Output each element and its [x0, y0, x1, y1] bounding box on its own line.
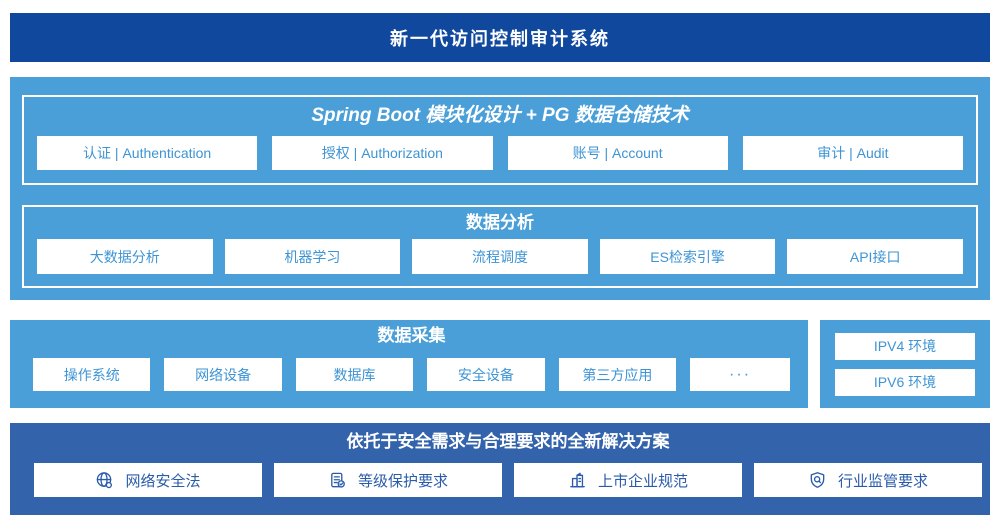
- platform-panel: Spring Boot 模块化设计 + PG 数据仓储技术 认证 | Authe…: [10, 77, 990, 300]
- architecture-modules: 认证 | Authentication 授权 | Authorization 账…: [37, 136, 963, 170]
- analysis-modules: 大数据分析 机器学习 流程调度 ES检索引擎 API接口: [37, 239, 963, 274]
- header-bar: 新一代访问控制审计系统: [10, 13, 990, 62]
- globe-icon: [95, 471, 114, 490]
- solution-items: 网络安全法 等级保护要求: [34, 463, 982, 497]
- source-network-device: 网络设备: [164, 358, 282, 391]
- collection-sources: 操作系统 网络设备 数据库 安全设备 第三方应用 ···: [33, 358, 791, 391]
- architecture-group: Spring Boot 模块化设计 + PG 数据仓储技术 认证 | Authe…: [22, 95, 978, 185]
- analysis-group: 数据分析 大数据分析 机器学习 流程调度 ES检索引擎 API接口: [22, 205, 978, 288]
- source-os: 操作系统: [33, 358, 151, 391]
- shield-magnifier-icon: [808, 471, 827, 490]
- collection-panel: 数据采集 操作系统 网络设备 数据库 安全设备 第三方应用 ···: [10, 320, 808, 408]
- solution-protection-level: 等级保护要求: [274, 463, 502, 497]
- solution-title: 依托于安全需求与合理要求的全新解决方案: [346, 432, 670, 451]
- solution-item-label: 网络安全法: [125, 472, 201, 490]
- module-api: API接口: [787, 239, 963, 274]
- source-database: 数据库: [295, 358, 414, 391]
- solution-listed-company: 上市企业规范: [514, 463, 742, 497]
- module-account: 账号 | Account: [507, 136, 728, 170]
- source-third-party: 第三方应用: [558, 358, 677, 391]
- env-ipv6: IPV6 环境: [835, 368, 975, 396]
- architecture-title: Spring Boot 模块化设计 + PG 数据仓储技术: [311, 105, 689, 126]
- env-ipv4: IPV4 环境: [835, 332, 975, 360]
- module-authorization: 授权 | Authorization: [272, 136, 493, 170]
- collection-title: 数据采集: [377, 326, 446, 345]
- analysis-title: 数据分析: [466, 213, 534, 232]
- module-es-search: ES检索引擎: [599, 239, 776, 274]
- collection-row: 数据采集 操作系统 网络设备 数据库 安全设备 第三方应用 ··· IPV4 环…: [10, 320, 990, 408]
- solution-item-label: 行业监管要求: [837, 472, 928, 490]
- solution-item-label: 等级保护要求: [357, 472, 448, 490]
- solution-network-law: 网络安全法: [34, 463, 262, 497]
- solution-panel: 依托于安全需求与合理要求的全新解决方案 网络安全法: [10, 423, 990, 515]
- module-audit: 审计 | Audit: [742, 136, 963, 170]
- module-machine-learning: 机器学习: [224, 239, 401, 274]
- solution-industry-regulation: 行业监管要求: [754, 463, 982, 497]
- environment-panel: IPV4 环境 IPV6 环境: [820, 320, 990, 408]
- source-more: ···: [690, 358, 791, 391]
- source-security-device: 安全设备: [427, 358, 545, 391]
- document-check-icon: [328, 471, 347, 490]
- module-workflow: 流程调度: [412, 239, 588, 274]
- page-title: 新一代访问控制审计系统: [390, 28, 610, 49]
- building-icon: [568, 471, 587, 490]
- module-bigdata: 大数据分析: [37, 239, 213, 274]
- solution-item-label: 上市企业规范: [597, 472, 688, 490]
- module-authentication: 认证 | Authentication: [37, 136, 258, 170]
